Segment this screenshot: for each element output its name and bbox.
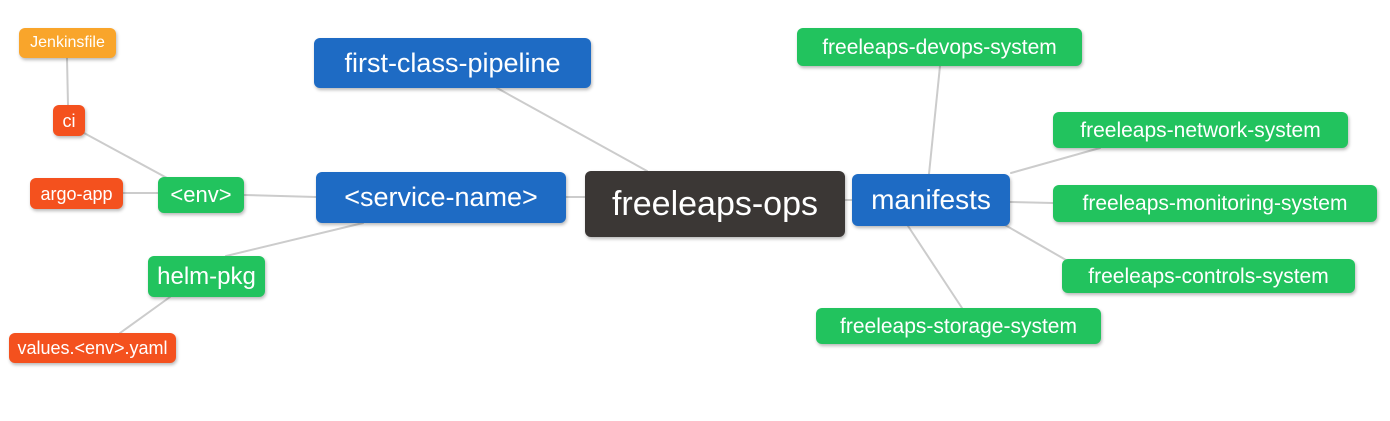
node-monitoring-system[interactable]: freeleaps-monitoring-system (1053, 185, 1377, 222)
edge-manifests--devops-system (928, 65, 941, 175)
node-helm-pkg[interactable]: helm-pkg (148, 256, 265, 297)
node-freeleaps-ops[interactable]: freeleaps-ops (585, 171, 845, 237)
node-storage-system[interactable]: freeleaps-storage-system (816, 308, 1101, 344)
node-network-system[interactable]: freeleaps-network-system (1053, 112, 1348, 148)
edge-manifests--controls-system (1004, 224, 1067, 261)
edge-env--service-name (243, 194, 317, 198)
node-devops-system[interactable]: freeleaps-devops-system (797, 28, 1082, 66)
node-service-name[interactable]: <service-name> (316, 172, 566, 223)
node-env[interactable]: <env> (158, 177, 244, 213)
node-jenkinsfile[interactable]: Jenkinsfile (19, 28, 116, 58)
edge-service-name--helm-pkg (225, 222, 364, 257)
edge-jenkinsfile--ci (66, 57, 69, 106)
node-ci[interactable]: ci (53, 105, 85, 136)
node-argo-app[interactable]: argo-app (30, 178, 123, 209)
edge-first-class-pipeline--freeleaps-ops (496, 87, 648, 172)
edge-manifests--storage-system (907, 225, 963, 309)
edge-manifests--monitoring-system (1009, 201, 1054, 204)
edge-manifests--network-system (1010, 147, 1101, 174)
node-manifests[interactable]: manifests (852, 174, 1010, 226)
node-values-env-yaml[interactable]: values.<env>.yaml (9, 333, 176, 363)
node-controls-system[interactable]: freeleaps-controls-system (1062, 259, 1355, 293)
edge-helm-pkg--values-env-yaml (119, 296, 171, 334)
edge-ci--env (83, 132, 168, 179)
node-first-class-pipeline[interactable]: first-class-pipeline (314, 38, 591, 88)
